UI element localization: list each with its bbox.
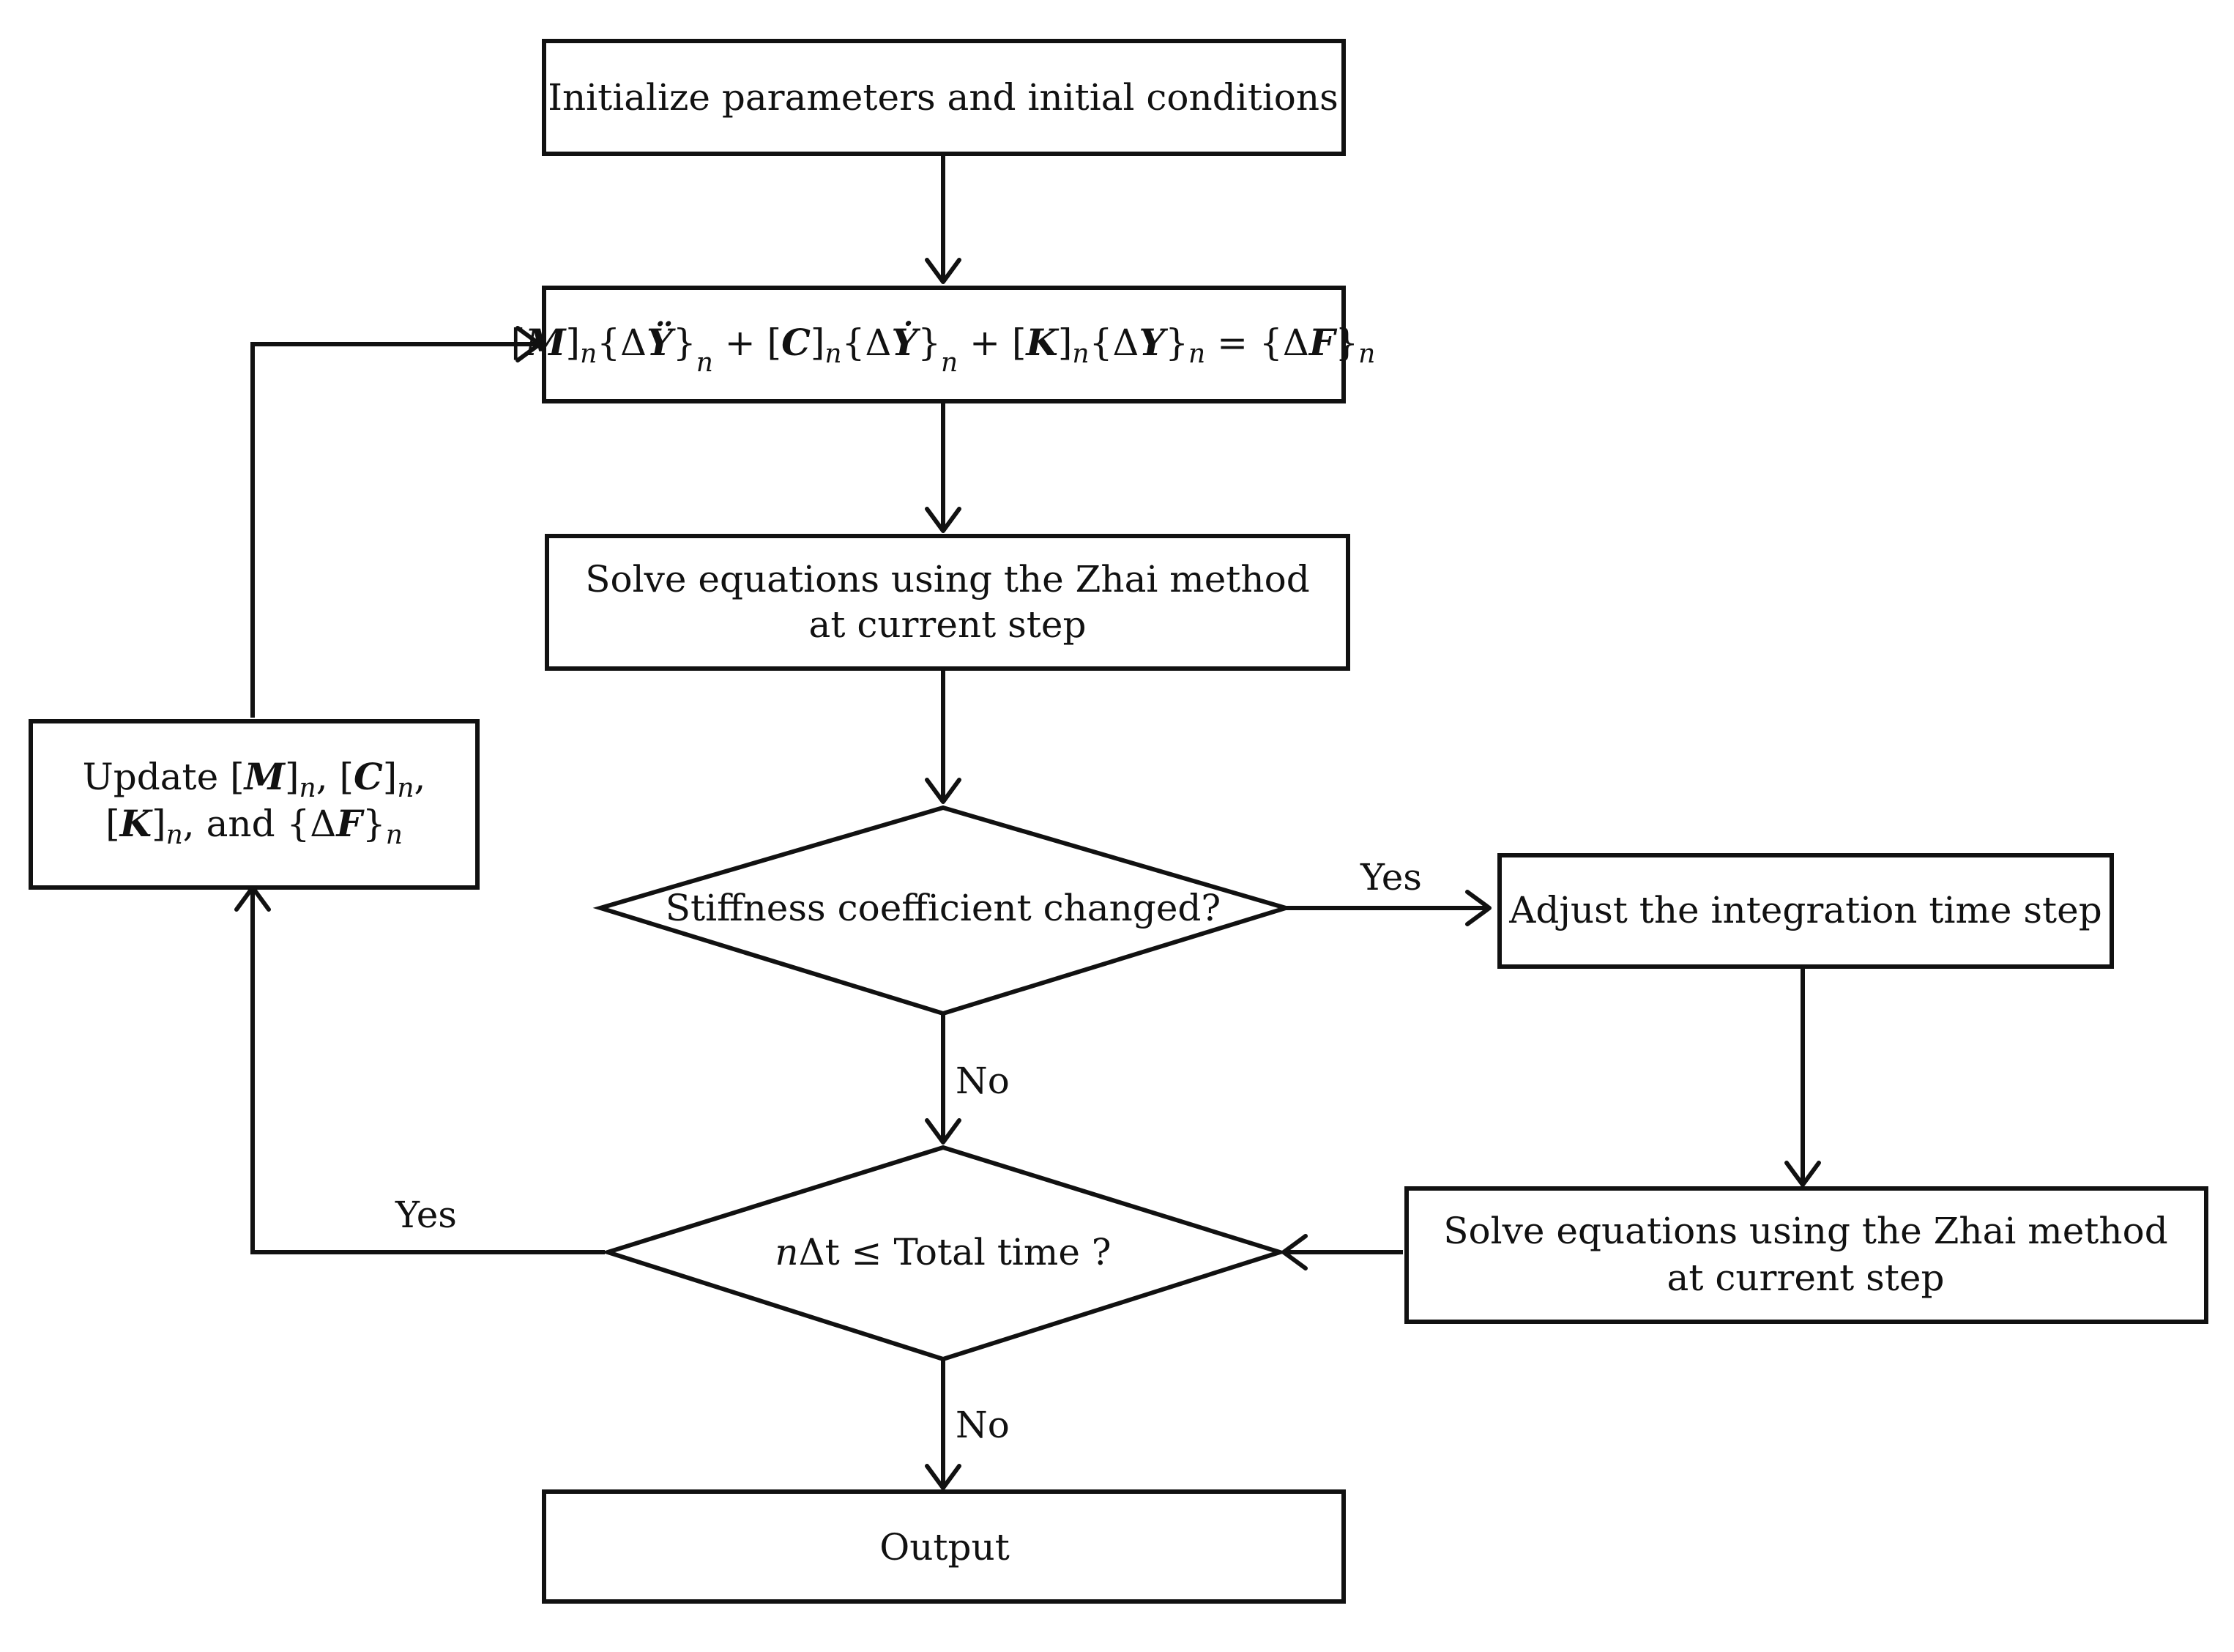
node-solve-current-step: Solve equations using the Zhai method at… [545,534,1350,671]
node-solve2-line-1: Solve equations using the Zhai method [1443,1210,2167,1252]
edge-solve2-to-time-check [1281,1234,1403,1270]
node-equation: [M]n{ΔŸ}n + [C]n{ΔẎ}n + [K]n{ΔY}n = {ΔF}… [511,286,1376,403]
decision-time-label: nΔt ≤ Total time ? [775,1231,1111,1273]
decision-stiffness-changed: Stiffness coefficient changed? [592,805,1294,1016]
node-initialize-label: Initialize parameters and initial condit… [548,76,1338,119]
node-solve2-line-2: at current step [1667,1257,1945,1299]
node-output: Output [542,1489,1346,1604]
edge-update-to-equation [250,326,542,718]
node-adjust-time-step: Adjust the integration time step [1497,853,2114,969]
edge-time-no-to-output [925,1359,961,1490]
edge-label-stiffness-yes: Yes [1360,856,1422,898]
node-output-label: Output [879,1526,1010,1569]
edge-label-stiffness-no: No [956,1060,1010,1102]
node-adjust-label: Adjust the integration time step [1508,889,2101,931]
node-initialize: Initialize parameters and initial condit… [542,39,1346,156]
edge-solve-to-stiffness [925,669,961,804]
node-solve-line-2: at current step [809,603,1087,646]
edge-init-to-equation [925,154,961,284]
edge-stiffness-no-to-time-check [925,1013,961,1145]
decision-time-check: nΔt ≤ Total time ? [600,1145,1288,1362]
edge-adjust-to-solve2 [1784,967,1821,1187]
decision-stiffness-label: Stiffness coefficient changed? [666,887,1221,929]
edge-label-time-yes: Yes [395,1194,457,1236]
node-solve-line-1: Solve equations using the Zhai method [585,558,1309,600]
edge-stiffness-yes-to-adjust [1286,890,1492,926]
edge-label-time-no: No [956,1404,1010,1446]
node-update-matrices: Update [M]n, [C]n, [K]n, and {ΔF}n [29,719,480,890]
node-update-line-2: [K]n, and {ΔF}n [105,802,403,850]
edge-equation-to-solve [925,401,961,533]
node-solve-current-step-2: Solve equations using the Zhai method at… [1404,1186,2208,1324]
equation-text: [M]n{ΔŸ}n + [C]n{ΔẎ}n + [K]n{ΔY}n = {ΔF}… [511,320,1376,378]
node-update-line-1: Update [M]n, [C]n, [83,755,426,803]
